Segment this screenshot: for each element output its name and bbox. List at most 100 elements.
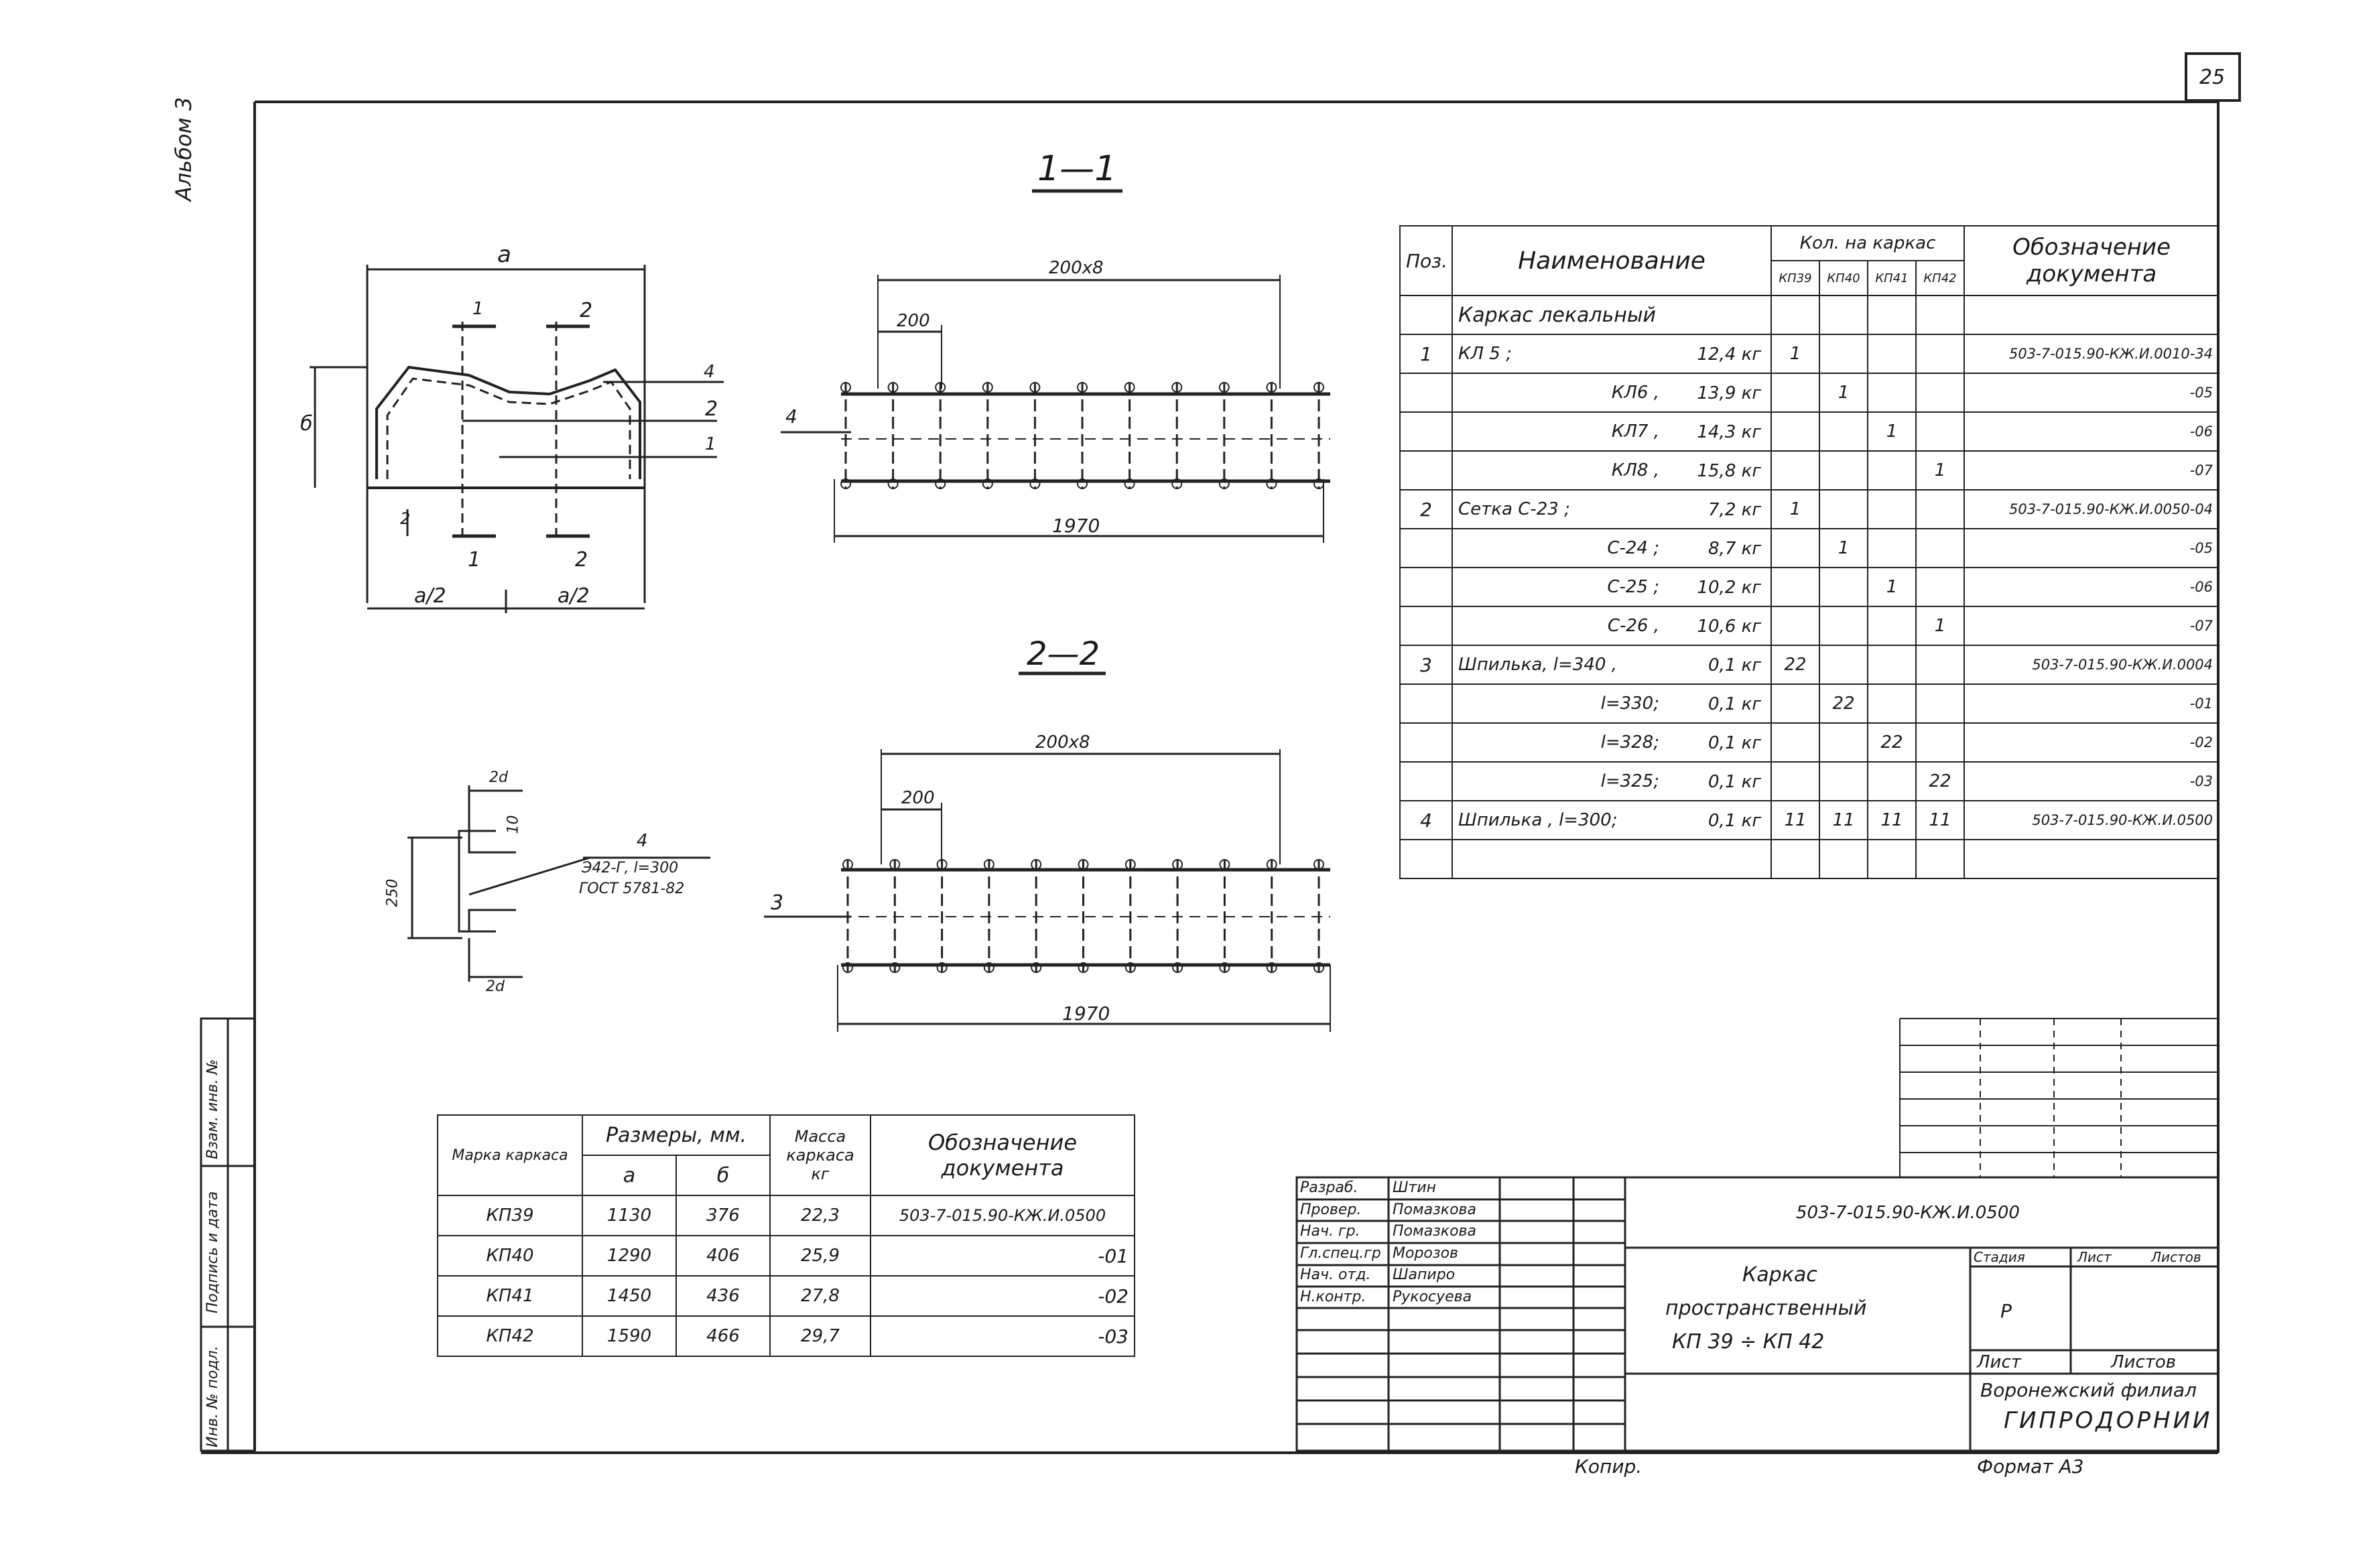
spec-qty-col: КП40	[1819, 260, 1868, 296]
rebar-hook	[982, 382, 993, 393]
spec-qty	[1867, 645, 1917, 685]
spec-mass: 14,3 кг	[1697, 422, 1761, 442]
title-block-person: Шапиро	[1393, 1266, 1456, 1283]
spec-qty	[1915, 528, 1966, 568]
spec-qty	[1867, 761, 1917, 801]
rebar-hook	[1124, 962, 1136, 973]
spec-qty	[1915, 683, 1966, 724]
title-block-role: Н.контр.	[1300, 1288, 1366, 1305]
dim-200x8-1: 200x8	[1049, 258, 1104, 278]
elevation-1-1-bars	[840, 382, 1324, 489]
rebar-hook	[1171, 478, 1183, 489]
specification-table: Поз. Наименование Кол. на каркас Обознач…	[1399, 225, 2220, 879]
spec-qty: 1	[1771, 489, 1820, 529]
spec-qty	[1819, 722, 1868, 763]
title-block-person: Помазкова	[1393, 1201, 1476, 1218]
spec-qty: 1	[1819, 528, 1868, 568]
cut-2-left: 2	[400, 509, 411, 528]
spec-name-text: Сетка С-23 ;	[1458, 499, 1570, 519]
title-block-role: Гл.спец.гр	[1300, 1244, 1381, 1262]
mass-header-dims: Размеры, мм.	[582, 1114, 771, 1156]
spec-pos	[1399, 722, 1453, 763]
sheet-number: 25	[2199, 66, 2226, 89]
side-stamp-inv: Инв. № подл.	[204, 1346, 221, 1447]
spec-qty	[1867, 683, 1917, 724]
spec-doc: -05	[1964, 373, 2220, 413]
spec-pos: 3	[1399, 645, 1453, 685]
spec-mass: 8,7 кг	[1708, 539, 1761, 559]
spec-doc	[1964, 295, 2220, 335]
rebar-hook	[1218, 478, 1230, 489]
callout-3-elev: 3	[771, 891, 784, 915]
spec-qty	[1867, 450, 1917, 491]
side-stamp-sign: Подпись и дата	[204, 1191, 221, 1313]
spec-qty	[1867, 295, 1917, 335]
spec-qty-col: КП41	[1867, 260, 1917, 296]
spec-qty	[1771, 295, 1820, 335]
title-block-stage: Стадия	[1974, 1249, 2025, 1265]
spec-header-qty: Кол. на каркас	[1770, 225, 1966, 261]
title-block-role: Нач. отд.	[1300, 1266, 1371, 1283]
spec-qty: 1	[1915, 450, 1966, 491]
spec-qty: 1	[1771, 334, 1820, 374]
spec-qty-col: КП39	[1771, 260, 1820, 296]
title-block-org-2: ГИПРОДОРНИИ	[2004, 1407, 2213, 1434]
title-block-code: 503-7-015.90-КЖ.И.0500	[1796, 1203, 2020, 1223]
spec-qty	[1771, 450, 1820, 491]
spec-name: КЛ8 ,15,8 кг	[1452, 450, 1772, 491]
rebar-hook	[983, 859, 994, 870]
spec-doc: 503-7-015.90-КЖ.И.0010-34	[1964, 334, 2220, 374]
spec-qty: 22	[1771, 645, 1820, 685]
title-block-frame	[1295, 1176, 2220, 1452]
spec-name	[1452, 839, 1772, 879]
spec-name: КЛ6 ,13,9 кг	[1452, 373, 1772, 413]
spec-name: С-25 ;10,2 кг	[1452, 567, 1772, 607]
title-block-role: Нач. гр.	[1300, 1223, 1360, 1240]
spec-name: С-26 ,10,6 кг	[1452, 606, 1772, 646]
spec-qty	[1915, 334, 1966, 374]
mass-mark: КП40	[437, 1235, 583, 1277]
spec-name: КЛ7 ,14,3 кг	[1452, 411, 1772, 452]
callout-2-right: 2	[705, 397, 718, 421]
rebar-hook	[887, 382, 899, 393]
spec-qty: 22	[1819, 683, 1868, 724]
spec-doc	[1964, 839, 2220, 879]
rebar-hook	[1029, 478, 1041, 489]
spec-doc: 503-7-015.90-КЖ.И.0050-04	[1964, 489, 2220, 529]
mass-doc: -01	[870, 1235, 1135, 1277]
title-block-sheet-hdr: Лист	[2077, 1249, 2112, 1265]
rebar-hook	[1031, 859, 1042, 870]
spec-qty	[1915, 411, 1966, 452]
cut-1-bottom: 1	[468, 548, 481, 572]
mass-doc: -03	[870, 1315, 1135, 1357]
spec-qty	[1819, 295, 1868, 335]
detail-4-dim-250: 250	[384, 878, 401, 907]
rebar-hook	[1313, 382, 1324, 393]
title-block-person: Рукосуева	[1393, 1288, 1472, 1305]
mass-value: 27,8	[769, 1275, 871, 1317]
rebar-hook	[842, 962, 853, 973]
spec-name-text: КЛ6 ,	[1611, 383, 1659, 403]
mass-a: 1590	[582, 1315, 677, 1357]
spec-mass: 0,1 кг	[1708, 694, 1761, 714]
spec-qty: 1	[1915, 606, 1966, 646]
spec-qty	[1771, 722, 1820, 763]
spec-qty	[1819, 645, 1868, 685]
mass-mark: КП41	[437, 1275, 583, 1317]
detail-4-callout: 4	[637, 831, 648, 851]
mass-header-mark: Марка каркаса	[437, 1114, 583, 1196]
spec-qty	[1771, 761, 1820, 801]
mass-doc: -02	[870, 1275, 1135, 1317]
rebar-hook	[1124, 859, 1136, 870]
spec-mass: 0,1 кг	[1708, 772, 1761, 792]
dim-200-2: 200	[901, 788, 935, 808]
rebar-hook	[935, 478, 946, 489]
